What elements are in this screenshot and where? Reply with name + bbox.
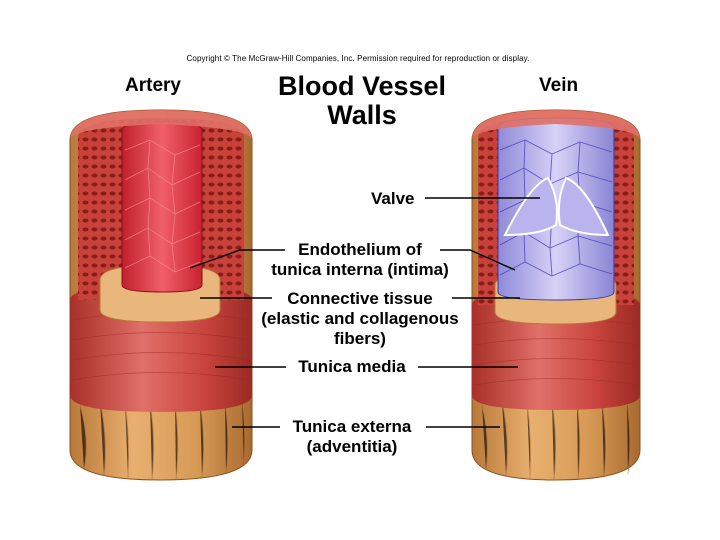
copyright-notice: Copyright © The McGraw-Hill Companies, I… — [186, 54, 530, 63]
leader-endothelium-artery — [189, 249, 285, 269]
artery-illustration — [69, 109, 253, 481]
vein-media-fibers — [473, 318, 639, 386]
leader-endothelium-vein — [440, 249, 516, 271]
vein-valve-cusp-right — [557, 176, 610, 237]
label-connective-line-3: fibers) — [334, 329, 386, 348]
label-endothelium-line-1: Endothelium of — [298, 240, 422, 259]
label-tunica-externa: Tunica externa (adventitia) — [293, 417, 412, 457]
label-connective-line-1: Connective tissue — [287, 289, 433, 308]
diagram-title: Blood Vessel Walls — [278, 72, 446, 130]
label-connective-tissue: Connective tissue (elastic and collageno… — [261, 289, 458, 349]
label-tunica-media: Tunica media — [298, 357, 406, 376]
label-endothelium-line-2: tunica interna (intima) — [271, 260, 449, 279]
label-externa-line-1: Tunica externa — [292, 417, 412, 436]
label-valve: Valve — [371, 189, 415, 208]
label-connective-line-2: (elastic and collagenous — [261, 309, 459, 328]
vein-top-rim — [472, 110, 640, 140]
title-line-1: Blood Vessel — [277, 71, 447, 101]
artery-top-rim — [70, 110, 252, 140]
artery-endothelial-cells — [124, 139, 201, 273]
vein-illustration — [471, 109, 641, 481]
label-endothelium: Endothelium of tunica interna (intima) — [271, 240, 449, 280]
title-line-2: Walls — [327, 100, 397, 130]
vein-heading: Vein — [539, 75, 579, 96]
artery-heading: Artery — [125, 75, 181, 96]
artery-media-fibers — [71, 312, 251, 381]
leader-lines — [189, 197, 540, 428]
label-externa-line-2: (adventitia) — [306, 437, 398, 456]
